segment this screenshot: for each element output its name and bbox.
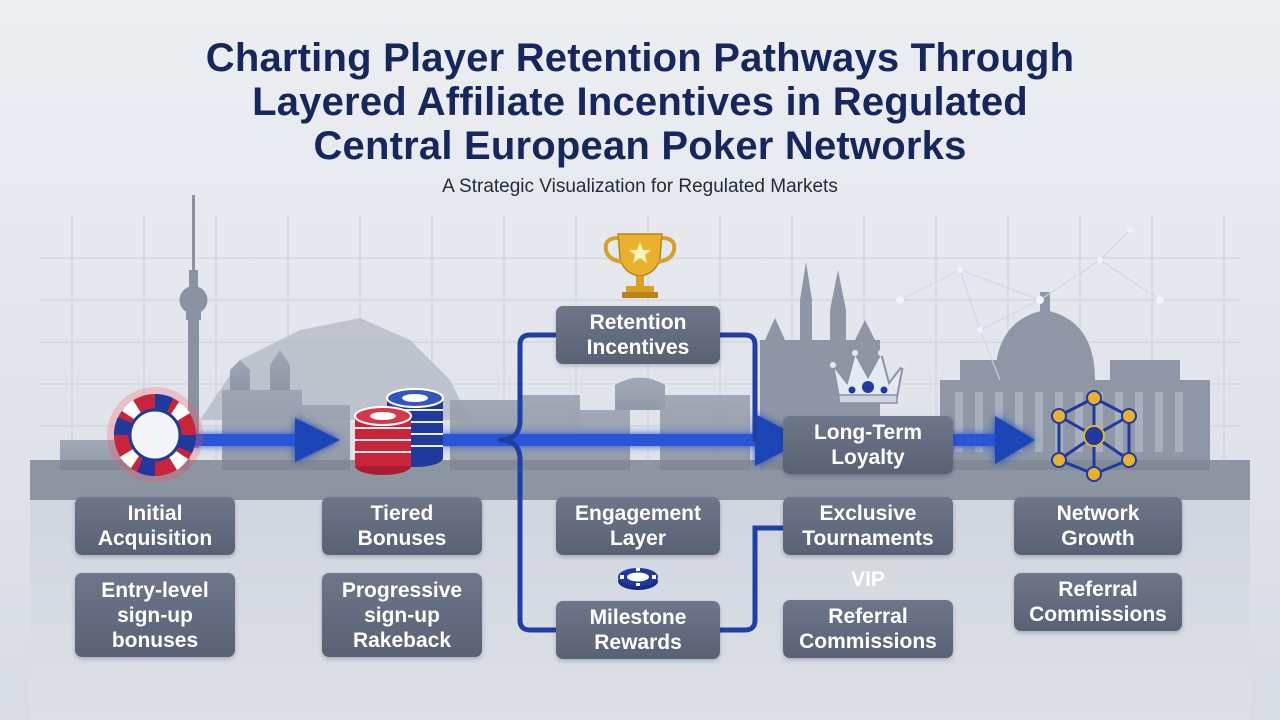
node-referral-commissions-vip: Referral Commissions (783, 600, 953, 658)
node-label-line: Network (1056, 502, 1140, 525)
node-initial-acquisition: Initial Acquisition (75, 497, 235, 555)
node-retention-incentives: Retention Incentives (556, 306, 720, 364)
trophy-icon (603, 233, 677, 298)
node-label-line: Bonuses (357, 527, 447, 550)
title-line-3: Central European Poker Networks (313, 124, 967, 168)
node-network-growth: Network Growth (1014, 497, 1182, 555)
node-milestone-rewards: Milestone Rewards (556, 601, 720, 659)
flow-arrow-shaft-3 (950, 434, 1000, 446)
vip-label: VIP (851, 568, 885, 591)
node-label-line: Commissions (799, 630, 937, 653)
node-referral-commissions: Referral Commissions (1014, 573, 1182, 631)
node-label-line: sign-up (364, 603, 440, 627)
node-entry-level-bonuses: Entry-level sign-up bonuses (75, 573, 235, 657)
node-engagement-layer: Engagement Layer (556, 497, 720, 555)
node-long-term-loyalty: Long-Term Loyalty (783, 416, 953, 474)
node-label-line: bonuses (111, 628, 199, 652)
bracket-top-right-connector (717, 332, 758, 443)
node-label-line: Layer (609, 527, 667, 550)
diagram-title: Charting Player Retention Pathways Throu… (140, 36, 1140, 168)
title-line-2: Layered Affiliate Incentives in Regulate… (252, 80, 1028, 124)
node-label-line: Referral (1058, 578, 1138, 601)
bracket-top-connector (497, 332, 558, 443)
poker-chip-icon (107, 387, 203, 483)
node-label-line: sign-up (117, 603, 193, 627)
title-line-1: Charting Player Retention Pathways Throu… (205, 36, 1075, 80)
small-chip-icon (618, 568, 658, 590)
flow-arrow-shaft-1 (185, 434, 300, 446)
node-label-line: Retention (589, 311, 687, 334)
node-label-line: Acquisition (97, 527, 213, 550)
node-label-line: Referral (828, 605, 908, 628)
node-label-line: Tiered (370, 502, 434, 525)
node-progressive-rakeback: Progressive sign-up Rakeback (322, 573, 482, 657)
node-exclusive-tournaments: Exclusive Tournaments (783, 497, 953, 555)
node-label-line: Growth (1061, 527, 1135, 550)
node-label-line: Commissions (1029, 603, 1167, 626)
chip-stack-icon (354, 388, 444, 475)
bracket-bottom-right-connector (717, 525, 785, 633)
diagram-subtitle: A Strategic Visualization for Regulated … (442, 176, 838, 197)
node-label-line: Loyalty (831, 446, 905, 469)
node-label-line: Rakeback (352, 628, 452, 652)
node-label-line: Exclusive (819, 502, 917, 525)
crown-icon (830, 350, 906, 404)
flow-arrowhead-2 (755, 414, 805, 466)
node-label-line: Rewards (594, 631, 682, 654)
flow-arrowhead-1 (295, 418, 340, 462)
network-icon (1051, 390, 1137, 482)
flow-arrowhead-3 (995, 416, 1035, 464)
node-label-line: Engagement (574, 502, 702, 525)
node-tiered-bonuses: Tiered Bonuses (322, 497, 482, 555)
node-label-line: Long-Term (813, 421, 923, 444)
bracket-bottom-connector (497, 437, 558, 633)
node-label-line: Entry-level (101, 578, 209, 602)
node-label-line: Initial (127, 502, 183, 525)
flow-arrow-shaft-2 (440, 434, 760, 446)
node-label-line: Milestone (589, 606, 687, 629)
node-label-line: Incentives (586, 336, 690, 359)
node-label-line: Progressive (341, 578, 463, 602)
node-label-line: Tournaments (802, 527, 934, 550)
